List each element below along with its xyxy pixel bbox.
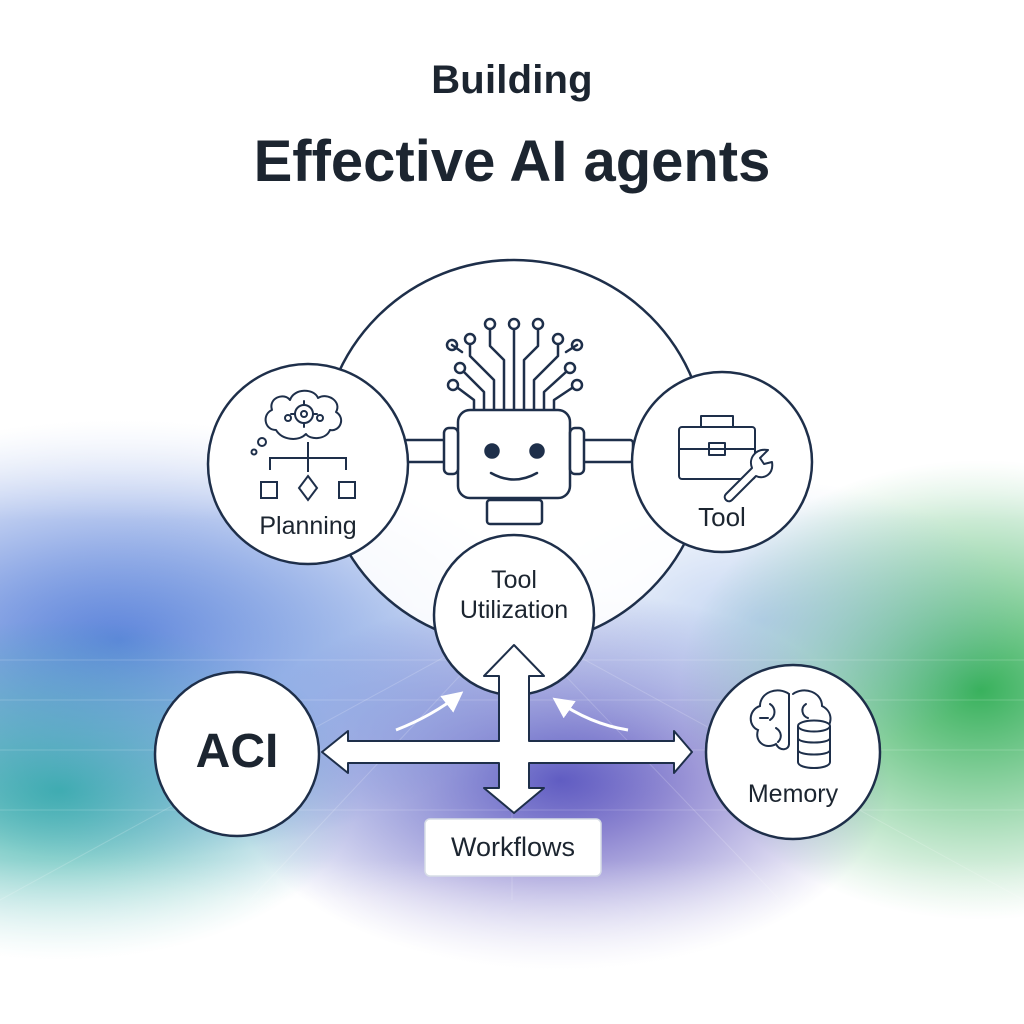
tool-utilization-label-line1: Tool xyxy=(491,566,537,594)
flowchart-icon xyxy=(260,442,356,502)
curved-arrow-left xyxy=(395,691,464,732)
thought-cloud-icon xyxy=(250,389,343,456)
curved-arrow-right xyxy=(552,697,629,732)
planning-label: Planning xyxy=(259,512,357,540)
wrench-icon xyxy=(723,448,774,503)
tool-utilization-label-line2: Utilization xyxy=(459,596,569,624)
memory-label: Memory xyxy=(747,780,839,808)
page-title: Effective AI agents xyxy=(253,129,771,194)
memory-node xyxy=(704,663,882,841)
aci-node xyxy=(153,670,321,838)
database-icon xyxy=(797,719,831,769)
kicker-title: Building xyxy=(431,58,593,102)
arrow-icon xyxy=(321,644,693,814)
aci-label: ACI xyxy=(195,725,279,778)
robot-icon xyxy=(442,317,586,500)
tool-label: Tool xyxy=(698,502,746,532)
tool-node xyxy=(630,370,814,554)
workflows-label: Workflows xyxy=(450,832,576,862)
workflows-box xyxy=(424,818,602,877)
